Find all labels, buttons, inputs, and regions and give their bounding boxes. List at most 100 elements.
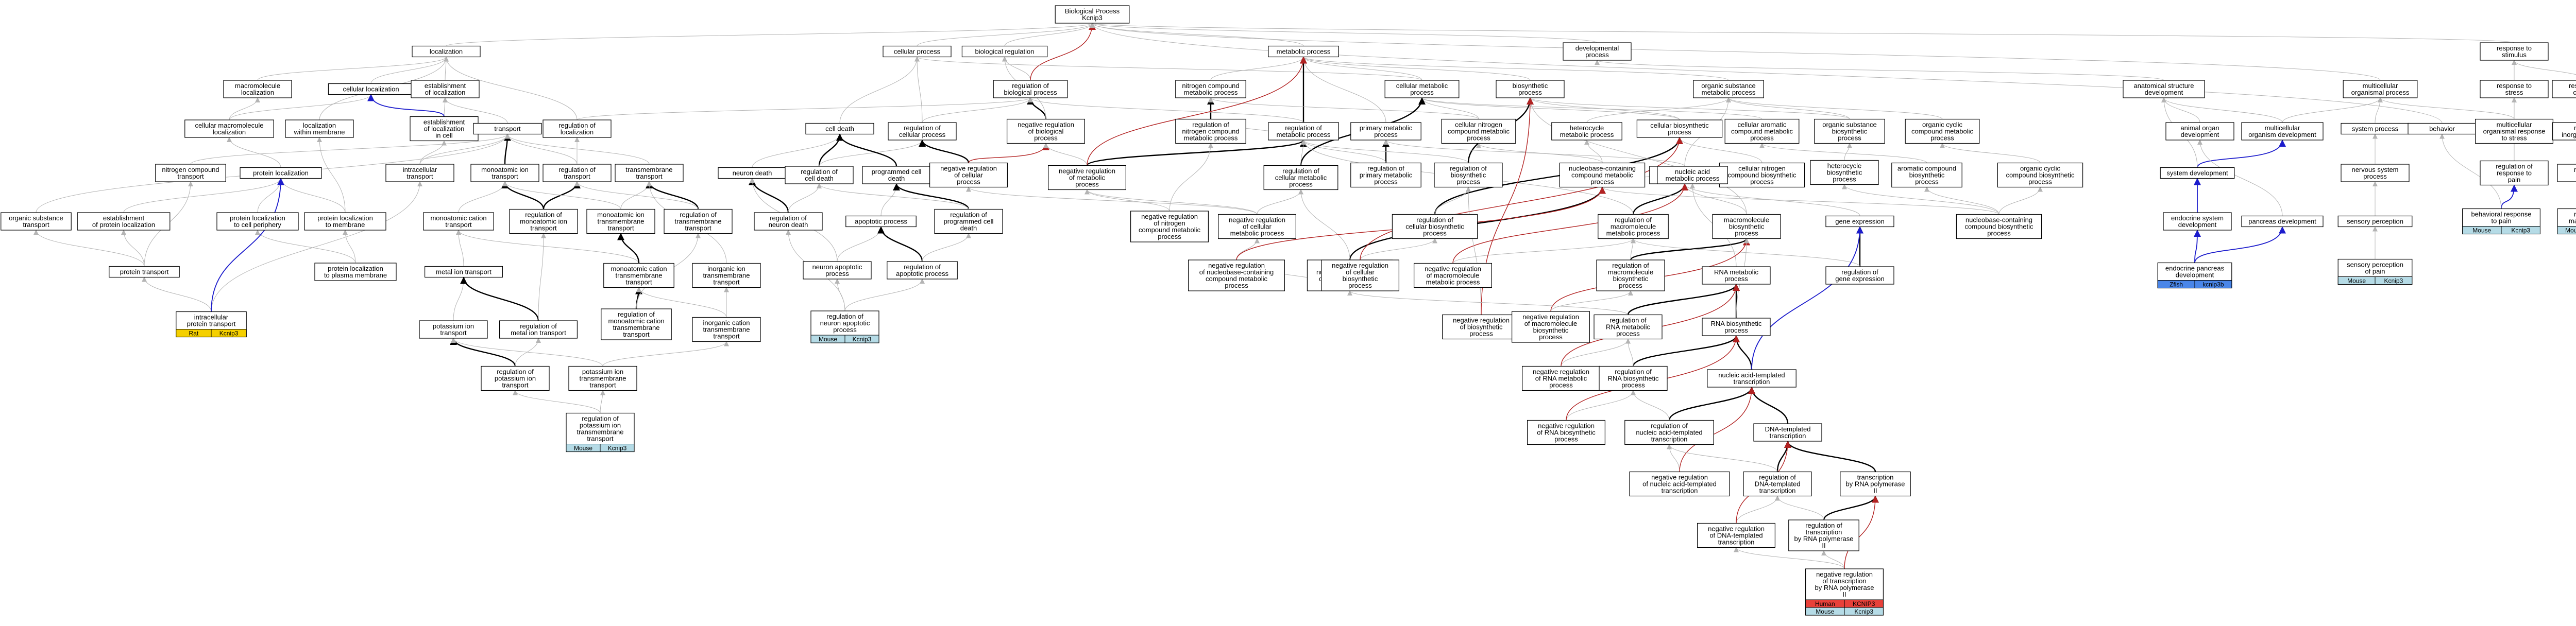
- go-term-system-process[interactable]: system process: [2341, 123, 2410, 135]
- go-term-neuron-death[interactable]: neuron death: [718, 167, 787, 179]
- go-term-response-to-inorganic-substance[interactable]: response toinorganic substance: [2552, 122, 2576, 141]
- go-term-biological-regulation[interactable]: biological regulation: [961, 45, 1048, 58]
- go-term-localization[interactable]: localization: [412, 45, 481, 58]
- go-term-transport[interactable]: transport: [473, 123, 542, 135]
- go-term-apoptotic-process[interactable]: apoptotic process: [845, 215, 917, 228]
- go-term-cellular-process[interactable]: cellular process: [883, 45, 952, 58]
- go-term-gene-expression[interactable]: gene expression: [1825, 215, 1894, 228]
- go-term-metabolic-process[interactable]: metabolic process: [1268, 45, 1339, 58]
- go-term-response-to-metal-ion[interactable]: response tometal ion: [2557, 164, 2576, 182]
- go-term-response-to-magnesium-ion[interactable]: response tomagnesium ionMouseKcnip3: [2557, 208, 2576, 235]
- go-term-cell-death[interactable]: cell death: [805, 123, 874, 135]
- go-term-protein-localization[interactable]: protein localization: [240, 167, 322, 179]
- go-term-behavior[interactable]: behavior: [2408, 123, 2477, 135]
- go-term-pancreas-development[interactable]: pancreas development: [2241, 215, 2324, 228]
- go-term-response-to-chemical[interactable]: response tochemical: [2552, 80, 2576, 98]
- go-term-protein-transport[interactable]: protein transport: [109, 266, 180, 278]
